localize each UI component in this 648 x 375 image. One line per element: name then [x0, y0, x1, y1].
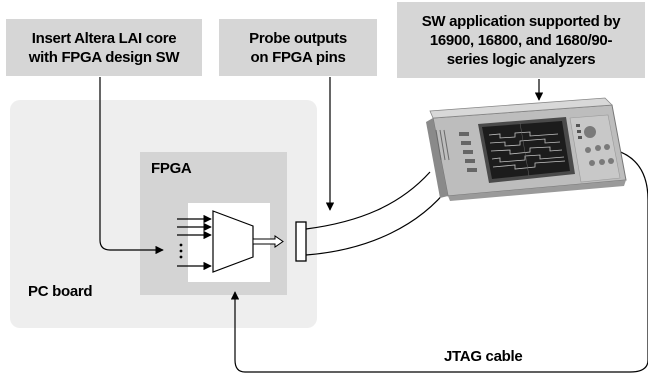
analyzer-screen — [482, 121, 570, 179]
callout-probe-line1: Probe outputs — [249, 29, 347, 47]
ellipsis-dots — [179, 243, 183, 259]
callout-lai-line2: with FPGA design SW — [28, 48, 180, 66]
callout-sw-application: SW application supported by 16900, 16800… — [397, 2, 645, 78]
callout-sw-line3: series logic analyzers — [446, 50, 596, 68]
logic-analyzer — [426, 97, 627, 201]
jtag-cable — [230, 149, 648, 373]
pc-board-label: PC board — [28, 283, 93, 300]
lai-insert-arrow — [99, 77, 164, 255]
fpga-label: FPGA — [151, 160, 192, 177]
callout-lai-line1: Insert Altera LAI core — [31, 29, 177, 47]
probe-cable — [305, 171, 451, 256]
mux-input-arrows — [177, 214, 212, 271]
fpga-pin-connector — [295, 221, 307, 262]
callout-probe-outputs: Probe outputs on FPGA pins — [219, 19, 377, 76]
callout-sw-line2: 16900, 16800, and 1680/90- — [429, 31, 613, 49]
mux-output-arrow — [252, 235, 284, 248]
mux-block — [212, 210, 254, 273]
callout-probe-line2: on FPGA pins — [250, 48, 346, 66]
jtag-cable-label: JTAG cable — [444, 348, 523, 365]
callout-sw-line1: SW application supported by — [421, 12, 621, 30]
callout-insert-lai-core: Insert Altera LAI core with FPGA design … — [6, 19, 202, 76]
